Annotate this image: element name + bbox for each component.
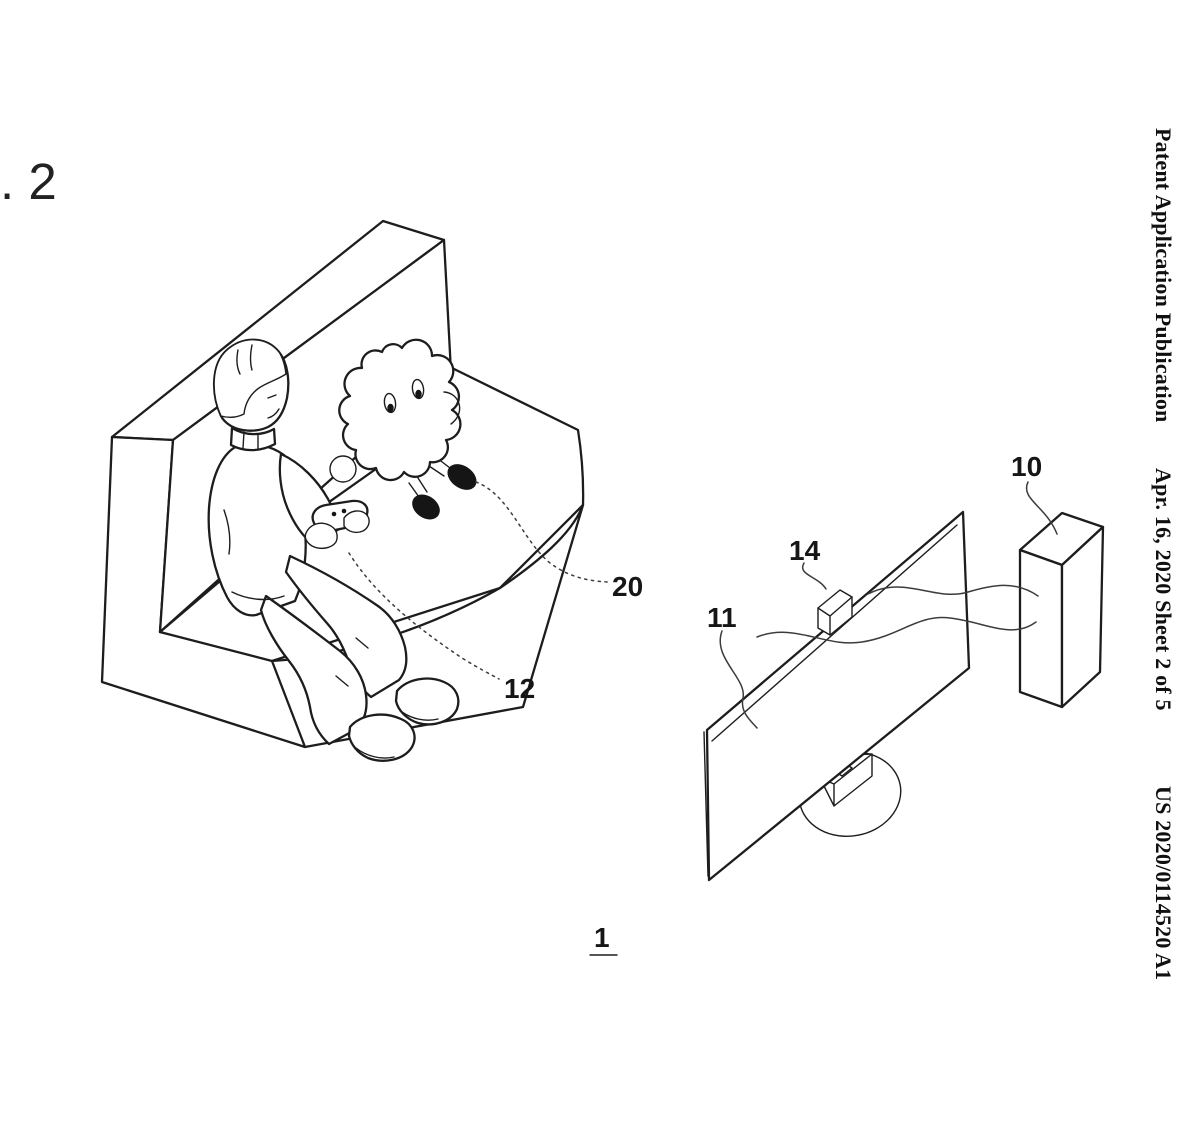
callout-10-console: 10 [1011, 451, 1042, 482]
leader-12 [348, 552, 500, 680]
person-shoe-far-sole [401, 711, 439, 721]
robot-arm-ball [329, 455, 357, 483]
controller-button [331, 511, 337, 517]
game-console [1018, 511, 1105, 709]
callout-labels: 20 12 11 14 10 1 . 2 [0, 153, 1042, 956]
camera-device [817, 589, 853, 636]
person-collar-folds [242, 431, 259, 451]
person-hand-near [304, 522, 338, 550]
robot-foot-upper [447, 464, 477, 490]
fig-caption-fragment: . 2 [0, 153, 57, 210]
tv-panel-bezel [703, 524, 958, 877]
person-shoe-near [347, 713, 416, 762]
leader-14 [801, 562, 827, 590]
person-sweater-folds [223, 509, 285, 601]
margin-date-sheet-text: Apr. 16, 2020 Sheet 2 of 5 [1151, 468, 1176, 711]
robot-leg-lower [408, 477, 428, 498]
robot-body [338, 338, 462, 482]
figure-reference-number: 1 [594, 922, 610, 953]
person-face-features [267, 394, 280, 419]
tv-panel [705, 510, 971, 882]
game-controller [304, 499, 370, 550]
cable-1 [867, 584, 1039, 597]
robot-pupil-left [387, 403, 394, 413]
couch-seat-right-edge [522, 504, 584, 708]
callout-12-controller: 12 [504, 673, 535, 704]
person-trouser-folds [335, 637, 369, 687]
robot-ear [443, 391, 461, 425]
person-hair-strands [236, 344, 253, 375]
cable-2 [756, 616, 1037, 644]
person-shoe-near-sole [355, 747, 395, 759]
companion-robot [329, 338, 477, 520]
cables [756, 584, 1039, 644]
person-collar [229, 426, 277, 452]
leader-10 [1025, 481, 1058, 535]
callout-20-robot: 20 [612, 571, 643, 602]
tv-display [703, 510, 971, 882]
person [207, 338, 460, 762]
person-hair [213, 339, 287, 419]
margin-publication-text: Patent Application Publication [1151, 128, 1176, 423]
leader-20 [475, 481, 609, 583]
person-hand-far [343, 510, 370, 534]
callout-leaders [348, 481, 1058, 729]
console-right-face [1060, 525, 1105, 709]
callout-11-display: 11 [707, 602, 737, 633]
robot-foot-lower [412, 494, 440, 520]
margin-doc-number-text: US 2020/0114520 A1 [1151, 786, 1176, 981]
person-shoe-far [394, 677, 460, 726]
leader-11 [719, 630, 758, 729]
controller-button [341, 508, 347, 514]
robot-pupil-right [415, 389, 422, 399]
camera-edges [817, 596, 853, 636]
callout-14-camera: 14 [789, 535, 821, 566]
console-left-face [1018, 548, 1064, 709]
person-leg-far [284, 554, 408, 699]
